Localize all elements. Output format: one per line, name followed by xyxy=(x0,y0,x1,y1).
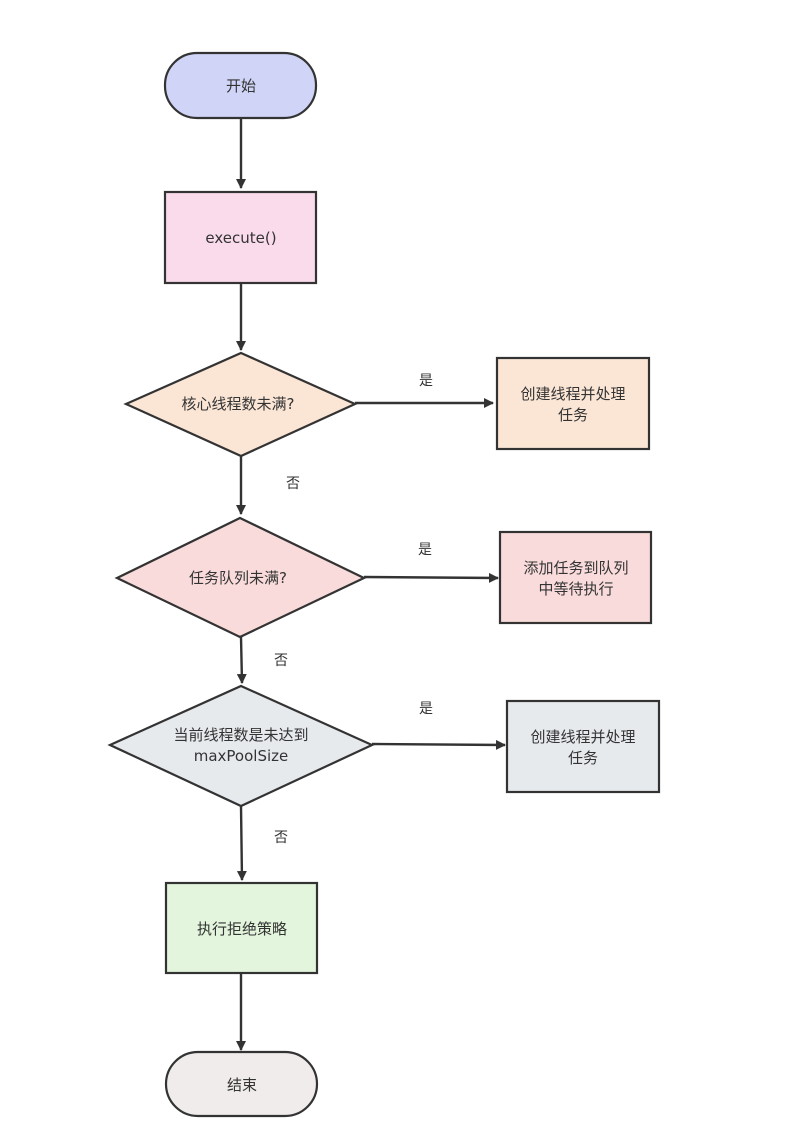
edge-max-decision-yes xyxy=(371,739,506,750)
edge-labels: 是 否 是 否 是 否 xyxy=(274,373,433,846)
queue-decision-node: 任务队列未满? xyxy=(114,516,367,639)
execute-label: execute() xyxy=(205,229,276,247)
max-decision-node: 当前线程数是未达到 maxPoolSize xyxy=(107,684,375,808)
max-decision-shape xyxy=(107,684,375,808)
end-label: 结束 xyxy=(227,1076,257,1094)
reject-shape xyxy=(164,881,319,975)
queue-decision-label: 任务队列未满? xyxy=(189,569,287,587)
enqueue-label-line1: 添加任务到队列 xyxy=(523,559,628,577)
edge-label-yes-core: 是 xyxy=(419,373,433,389)
edges xyxy=(236,119,506,1051)
execute-shape xyxy=(163,190,318,285)
start-node: 开始 xyxy=(163,51,318,120)
queue-decision-shape xyxy=(114,516,367,639)
core-decision-node: 核心线程数未满? xyxy=(123,351,358,458)
reject-label: 执行拒绝策略 xyxy=(197,920,287,938)
max-decision-label-line1: 当前线程数是未达到 xyxy=(173,726,308,744)
edge-label-yes-max: 是 xyxy=(419,701,433,717)
start-label: 开始 xyxy=(226,77,256,95)
create-core-label-line2: 任务 xyxy=(558,406,588,424)
edge-label-no-max: 否 xyxy=(274,830,288,846)
create-max-label-line1: 创建线程并处理 xyxy=(530,728,635,746)
enqueue-node: 添加任务到队列 中等待执行 xyxy=(498,530,653,625)
start-shape xyxy=(163,51,318,120)
create-max-label-line2: 任务 xyxy=(568,749,598,767)
create-max-node: 创建线程并处理 任务 xyxy=(505,699,661,794)
max-decision-label-line2: maxPoolSize xyxy=(194,747,289,765)
edge-queue-decision-no xyxy=(236,636,247,684)
end-node: 结束 xyxy=(164,1050,319,1118)
edge-label-no-core: 否 xyxy=(286,476,300,492)
create-core-node: 创建线程并处理 任务 xyxy=(495,356,651,451)
enqueue-shape xyxy=(498,530,653,625)
core-decision-shape xyxy=(123,351,358,458)
execute-node: execute() xyxy=(163,190,318,285)
end-shape xyxy=(164,1050,319,1118)
edge-queue-decision-yes xyxy=(363,572,499,583)
core-decision-label: 核心线程数未满? xyxy=(182,395,295,413)
edge-max-decision-no xyxy=(236,805,247,881)
create-max-shape xyxy=(505,699,661,794)
edge-label-no-queue: 否 xyxy=(274,653,288,669)
enqueue-label-line2: 中等待执行 xyxy=(538,580,613,598)
create-core-shape xyxy=(495,356,651,451)
reject-node: 执行拒绝策略 xyxy=(164,881,319,975)
edge-label-yes-queue: 是 xyxy=(418,542,432,558)
create-core-label-line1: 创建线程并处理 xyxy=(520,385,625,403)
